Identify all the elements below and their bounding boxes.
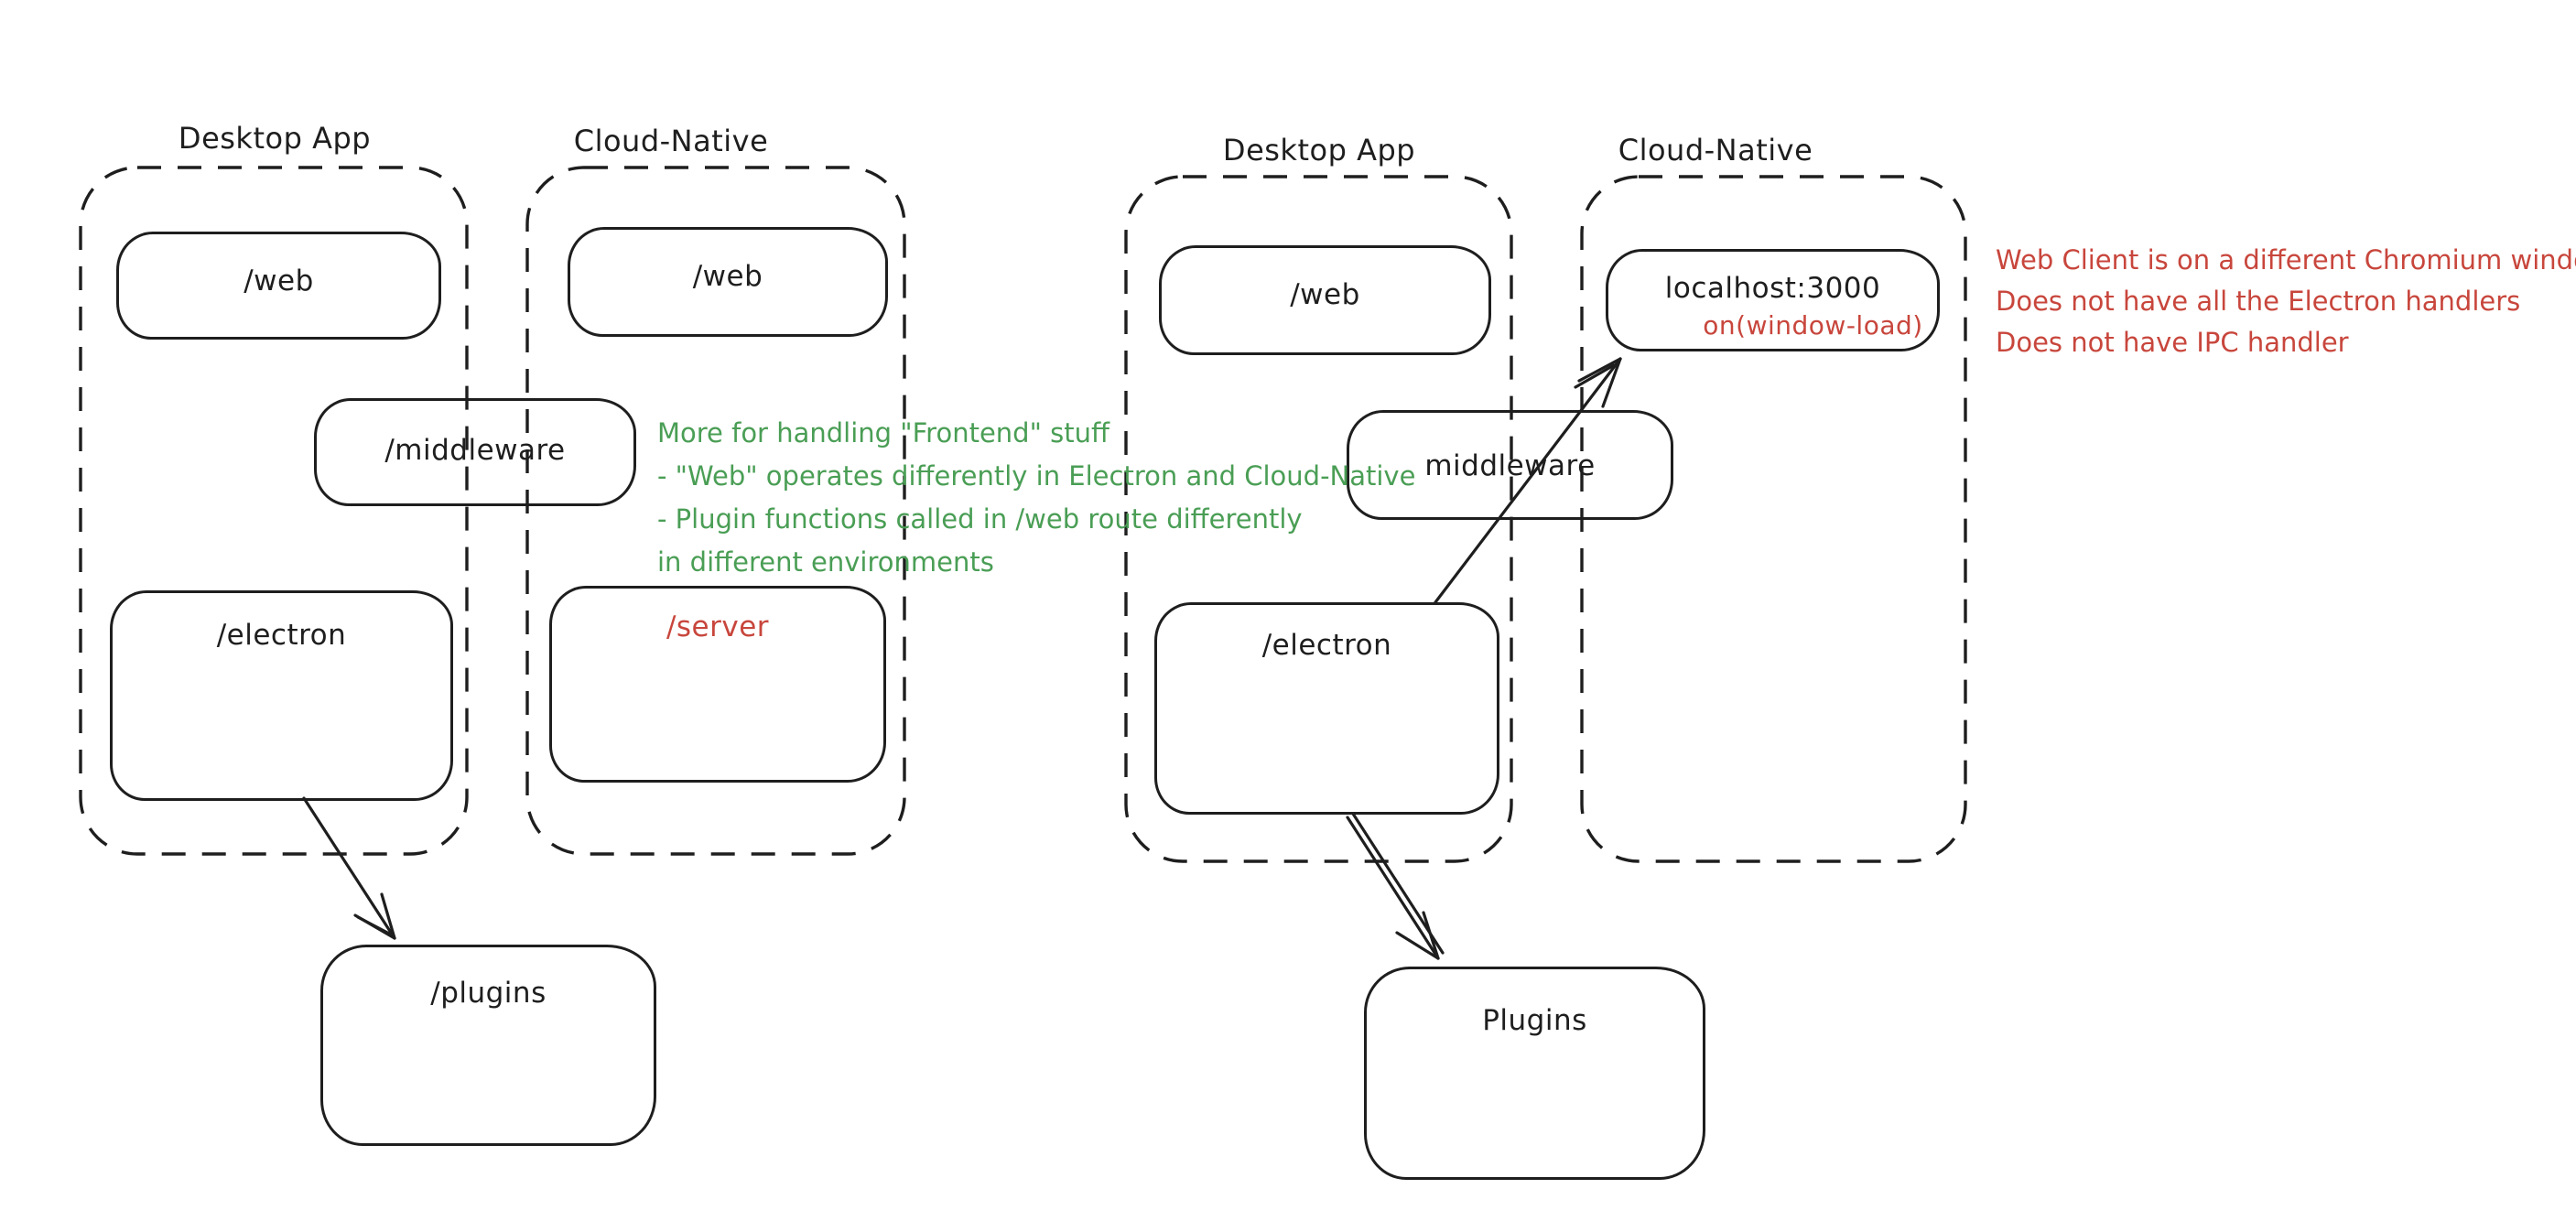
- left-middleware-label: /middleware: [384, 434, 566, 467]
- left-desktop-app-container: [79, 166, 469, 856]
- right-electron-label: /electron: [1261, 629, 1392, 662]
- right-web-box: /web: [1159, 245, 1491, 355]
- right-electron-to-plugins-arrow: [1346, 812, 1445, 960]
- left-cloud-native-title: Cloud-Native: [573, 124, 769, 158]
- note-line: Does not have all the Electron handlers: [1996, 286, 2521, 317]
- right-middleware-label: middleware: [1424, 449, 1596, 482]
- right-electron-to-localhost-arrow: [1434, 357, 1622, 604]
- left-electron-label: /electron: [216, 619, 347, 652]
- left-server-box: /server: [549, 586, 886, 783]
- left-cloud-native-container: [525, 166, 906, 856]
- right-localhost-box: localhost:3000 on(window-load): [1606, 249, 1940, 351]
- right-plugins-label: Plugins: [1482, 1004, 1587, 1037]
- left-web-box: /web: [116, 232, 441, 340]
- left-desktop-app-title: Desktop App: [178, 121, 372, 156]
- left-plugins-label: /plugins: [430, 977, 547, 1010]
- right-cloud-native-title: Cloud-Native: [1618, 133, 1813, 168]
- left-web-label: /web: [244, 265, 314, 297]
- note-line: More for handling "Frontend" stuff: [657, 417, 1109, 448]
- left-cloud-web-label: /web: [692, 260, 763, 293]
- note-line: Web Client is on a different Chromium wi…: [1996, 244, 2576, 276]
- note-line: - Plugin functions called in /web route …: [657, 503, 1303, 535]
- right-electron-box: /electron: [1154, 602, 1499, 815]
- right-plugins-box: Plugins: [1364, 967, 1705, 1180]
- right-onload-label: on(window-load): [1703, 309, 1923, 340]
- note-line: - "Web" operates differently in Electron…: [657, 460, 1416, 492]
- left-electron-box: /electron: [110, 590, 453, 801]
- left-middleware-box: /middleware: [314, 398, 636, 506]
- left-cloud-web-box: /web: [568, 227, 888, 337]
- left-plugins-box: /plugins: [320, 945, 656, 1146]
- right-middleware-box: middleware: [1347, 410, 1673, 520]
- note-line: in different environments: [657, 546, 994, 578]
- web-client-note: Web Client is on a different Chromium wi…: [1996, 240, 2576, 363]
- note-line: Does not have IPC handler: [1996, 327, 2349, 358]
- left-server-label: /server: [666, 611, 770, 643]
- right-web-label: /web: [1290, 278, 1360, 311]
- right-desktop-app-title: Desktop App: [1222, 133, 1416, 168]
- frontend-note: More for handling "Frontend" stuff - "We…: [657, 412, 1415, 584]
- right-localhost-label: localhost:3000: [1664, 271, 1881, 305]
- left-electron-to-plugins-arrow: [302, 796, 396, 940]
